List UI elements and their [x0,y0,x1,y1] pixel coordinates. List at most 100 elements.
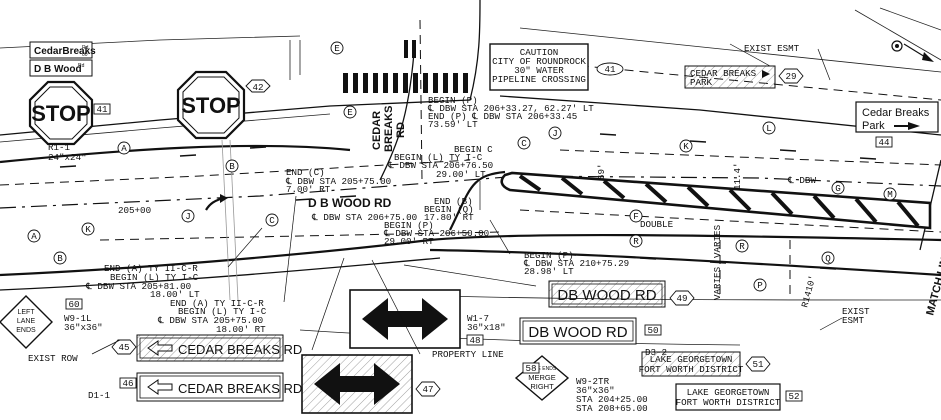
street-blade-cedar-breaks-suffix: Rd [82,45,89,51]
tag-41-caution: 41 [604,64,616,75]
callout-r-2: R [735,239,749,253]
begin-p-top-4: 73.59' LT [428,119,478,130]
cl-dbw-label: ℄ DBW [787,175,816,186]
tag-50: 50 [647,325,658,336]
street-blade-db-wood-suffix: Rd [78,63,85,69]
begin-p-mid-2: ℄ DBW STA 206+50.00 [383,228,489,239]
callout-k-1-letter: K [85,224,91,235]
callout-r-1-letter: R [633,236,639,247]
lake-georgetown-plain-text: LAKE GEORGETOWN [687,387,770,398]
property-line-label: PROPERTY LINE [432,349,504,360]
callout-k-2: K [679,139,693,153]
callout-q-letter: Q [825,253,831,264]
exist-row-label: EXIST ROW [28,353,78,364]
callout-b-2: B [53,251,67,265]
dim-69-label: 69' [596,163,607,180]
begin-p-right-1: BEGIN (P) [524,250,574,261]
misc-labels: EXIST ESMT EXIST ESMT EXIST ROW PROPERTY… [28,43,870,364]
street-blade-db-wood-text: D B Wood [34,64,82,75]
db-wood-rd-plain-text: DB WOOD RD [528,324,627,341]
callout-h: G [831,181,845,195]
end-b-1: END (B) [434,196,473,207]
callout-b-1-letter: B [229,161,235,172]
callout-a-2-letter: A [31,231,37,242]
leader-lines [91,43,843,355]
lake-georgetown-hatched-sign: LAKE GEORGETOWN FORT WORTH DISTRICT [639,351,744,377]
letter-callouts: E E A A B B K J C C J K L G M F R R Q P [27,41,897,292]
begin-c-2: ℄ DBW STA 206+76.50 [387,160,493,171]
exist-esmt-right-2: ESMT [842,315,865,326]
cedar-breaks-park-big-text: Cedar Breaks [862,107,930,119]
w1-7-code: W1-7 [467,313,489,324]
north-arrow-icon [891,40,934,62]
stop-sign-left-text: STOP [31,101,91,126]
stop-sign-left: STOP [28,80,94,146]
db-wood-rd-hatched-text: DB WOOD RD [557,287,656,304]
callout-m-letter: M [887,189,893,200]
station-205-label: 205+00 [118,205,151,216]
callout-h-letter: G [835,183,841,194]
callout-k-2-letter: K [683,141,689,152]
cedar-breaks-park-small-sign: CEDAR BREAKS PARK [684,65,776,89]
tag-44: 44 [878,137,890,148]
cedar-breaks-rd-hatched-text: CEDAR BREAKS RD [178,342,302,357]
callout-e-top-letter: E [334,43,340,54]
callout-a-1: A [117,141,131,155]
lane-dashes [59,133,877,270]
w9-2tr-size: 36"x36" [576,385,615,396]
lake-georgetown-hatched-text: LAKE GEORGETOWN [650,354,733,365]
end-c-1: END (C) [286,167,325,178]
caution-line-3: 30" WATER [514,65,564,76]
double-arrow-sign: W1-7 36"x18" [349,289,506,349]
cedar-breaks-park-big-sign: Cedar Breaks Park [855,101,939,133]
db-wood-rd-hatched-sign: DB WOOD RD [548,280,666,308]
callout-f: F [629,209,643,223]
street-blade-db-wood: D B Wood Rd [29,59,93,77]
end-a-1-1: END (A) TY II-C-R [104,263,198,274]
w9-2tr-sta-1: STA 204+25.00 [576,394,648,405]
callout-e-top: E [330,41,344,55]
tag-48: 48 [469,335,480,346]
w1-7-size: 36"x18" [467,322,506,333]
callout-e-mid-letter: E [347,107,353,118]
arrow-right-icon [908,122,920,130]
callout-j-2: J [548,126,562,140]
street-blade-cedar-breaks-text: CedarBreaks [34,46,96,57]
tag-52: 52 [788,391,799,402]
begin-p-mid-3: 29.00' RT [384,236,434,247]
callout-l-letter: L [766,123,772,134]
exist-esmt-top: EXIST ESMT [744,43,800,54]
crosswalk [343,40,468,93]
end-a-2-1: END (A) TY II-C-R [170,298,264,309]
begin-l-top: BEGIN (L) TY I-C [394,152,483,163]
callout-c-1: C [265,213,279,227]
begin-c-3: 29.00' LT [436,169,486,180]
w9-1l-code: W9-1L [64,313,92,324]
callout-q: Q [821,251,835,265]
callout-j-1-letter: J [185,211,191,222]
lane-ends-merge-line-1: LANE ENDS [528,366,557,372]
tag-47: 47 [422,384,433,395]
cedar-breaks-rd-plain-sign: CEDAR BREAKS RD D1-1 [88,372,302,402]
begin-p-top-2: ℄ DBW STA 206+33.27, 62.27' LT [427,103,594,114]
w9-1l-size: 36"x36" [64,322,103,333]
callout-b-1: B [225,159,239,173]
w9-2tr-code: W9-2TR [576,376,610,387]
db-wood-road-label: D B WOOD RD [308,196,392,210]
double-arrow-hatched-sign [301,354,413,414]
caution-line-4: PIPELINE CROSSING [492,74,586,85]
caution-sign: CAUTION CITY OF ROUNDROCK 30" WATER PIPE… [489,43,589,91]
tag-41-left: 41 [96,104,108,115]
tag-46: 46 [122,378,133,389]
sign-number-tags: 41 42 41 29 44 49 50 48 47 60 45 46 58 5… [65,62,893,402]
stop-sign-right: STOP [176,70,246,140]
end-a-2-4: 18.00' RT [216,324,266,335]
end-a-2-2: BEGIN (L) TY I-C [178,306,267,317]
dim-114-label: 11.4' [732,162,743,190]
callout-c-1-letter: C [269,215,275,226]
street-blade-cedar-breaks: CedarBreaks Rd 00 [29,41,96,59]
r1-1-code: R1-1 [48,142,71,153]
end-a-1-3: ℄ DBW STA 205+81.00 [85,281,191,292]
callout-r-2-letter: R [739,241,745,252]
callout-c-2: C [517,136,531,150]
